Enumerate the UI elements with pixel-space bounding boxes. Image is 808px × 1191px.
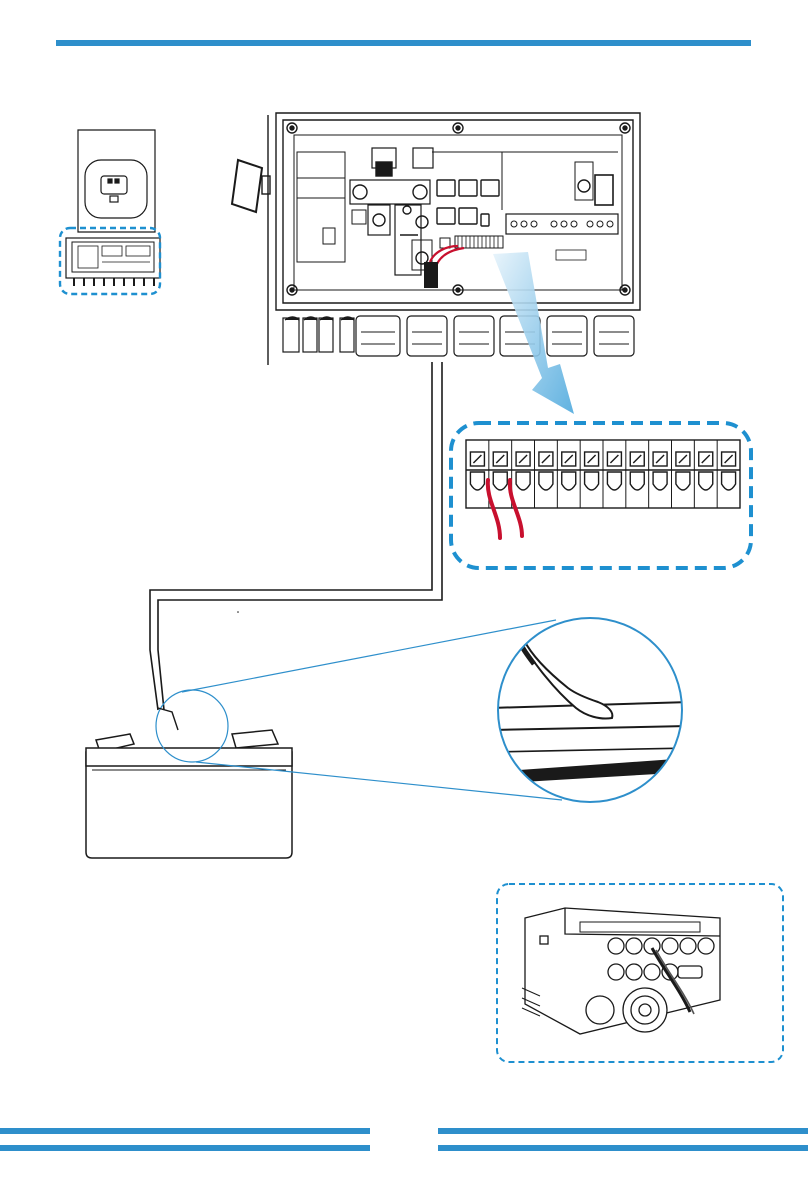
terminal-slot-11 [699,472,713,490]
terminal-screw-1 [470,452,484,466]
terminal-screw-3 [516,452,530,466]
terminal-slot-10 [676,472,690,490]
terminal-screw-5 [562,452,576,466]
footer-accent-bar-left-2 [0,1145,370,1151]
battery-sensor-highlight [156,690,228,762]
terminal-screw-2 [493,452,507,466]
terminal-slot-4 [539,472,553,490]
terminal-screw-11 [699,452,713,466]
terminal-slot-5 [562,472,576,490]
terminal-slot-9 [653,472,667,490]
terminal-slot-2 [493,472,507,490]
terminal-screw-10 [676,452,690,466]
terminal-screw-4 [539,452,553,466]
inset-sensor-cable [652,948,694,1014]
terminal-slot-1 [470,472,484,490]
terminal-screw-6 [585,452,599,466]
terminal-screw-9 [653,452,667,466]
terminal-strip-frame [466,440,740,508]
terminal-screw-7 [607,452,621,466]
terminal-slot-8 [630,472,644,490]
sensor-cable-inside [430,246,464,266]
temperature-sensor-icon [520,640,612,719]
terminal-strip-wires [488,480,522,538]
footer-accent-bar-right-1 [438,1128,808,1134]
terminal-slot-7 [607,472,621,490]
footer-accent-bar-right-2 [438,1145,808,1151]
terminal-slot-3 [516,472,530,490]
terminal-screw-12 [722,452,736,466]
header-accent-bar [56,40,751,46]
footer-accent-bar-left-1 [0,1128,370,1134]
overview-highlight-box [60,228,160,294]
terminal-slot-6 [585,472,599,490]
terminal-screw-8 [630,452,644,466]
terminal-slot-12 [722,472,736,490]
